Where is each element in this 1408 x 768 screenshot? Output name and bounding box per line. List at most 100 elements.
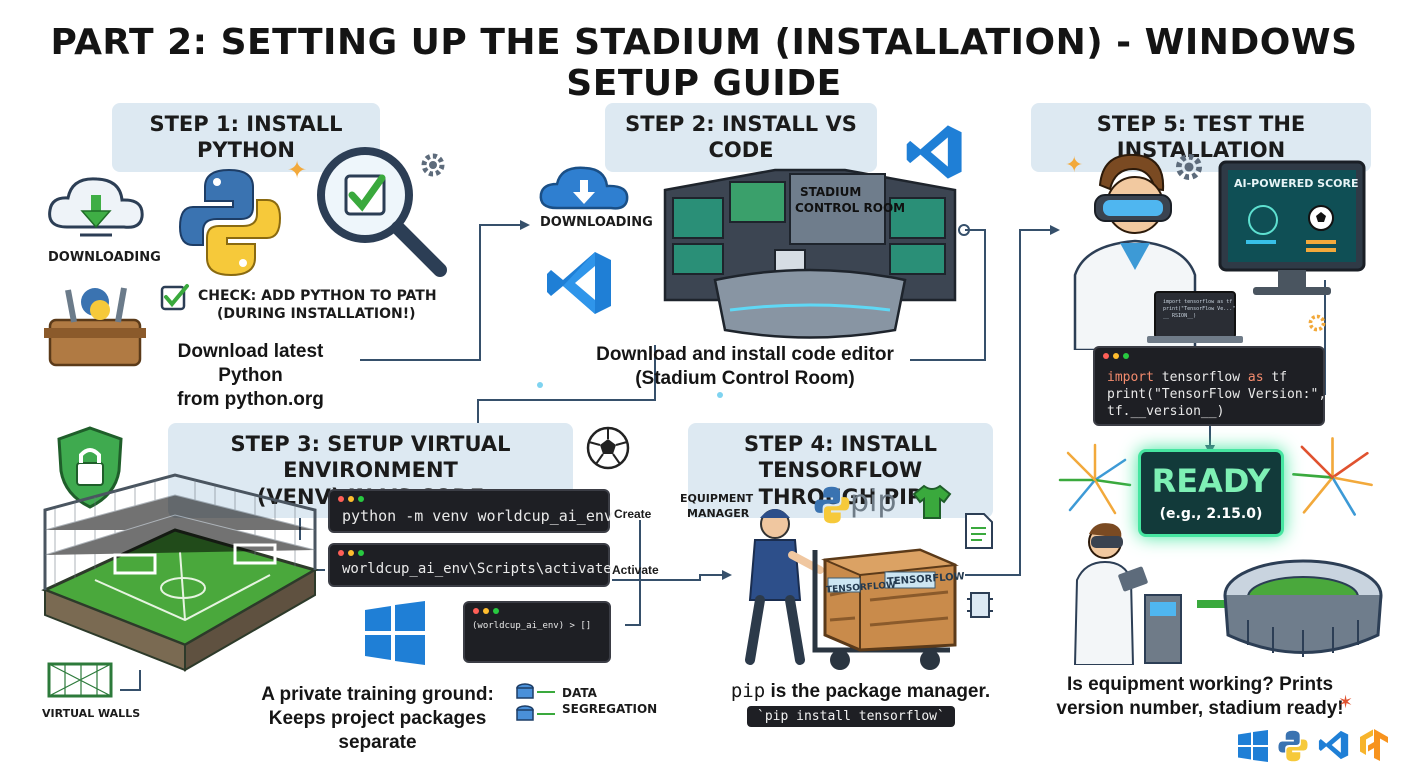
step4-caption-code: pip	[730, 680, 766, 702]
page-title: PART 2: SETTING UP THE STADIUM (INSTALLA…	[50, 22, 1358, 104]
laptop-code-line3: __ RSION__)	[1163, 313, 1197, 319]
control-room-line1: STADIUM	[800, 185, 862, 199]
step3-caption-line2: Keeps project packages separate	[268, 707, 487, 753]
step5-caption-line2: version number, stadium ready!	[1056, 697, 1344, 719]
control-room-illustration	[663, 168, 957, 339]
test-code-terminal: import tensorflow as tf print("TensorFlo…	[1093, 346, 1327, 426]
code-keyword-import: import	[1107, 370, 1154, 385]
scientist-tablet-illustration	[1073, 523, 1182, 665]
chip-icon	[967, 592, 993, 618]
windows-icon	[1238, 730, 1268, 762]
code-module: tensorflow	[1153, 370, 1248, 385]
step4-label-line2: THROUGH PIP	[758, 484, 923, 509]
flow-arrow-step2-to-step3	[477, 345, 656, 440]
sparkle-icon: ✦	[287, 157, 308, 184]
code-keyword-as: as	[1247, 370, 1264, 385]
pip-install-command: `pip install tensorflow`	[747, 706, 955, 727]
laptop-illustration	[1147, 291, 1243, 343]
cloud-download-icon	[48, 177, 144, 237]
command-activate: worldcup_ai_env\Scripts\activate	[342, 561, 612, 577]
checkbox-icon	[160, 284, 189, 311]
arrowhead	[1050, 225, 1060, 235]
step4-caption: pip is the package manager.	[718, 680, 1003, 704]
arrowhead	[722, 570, 732, 580]
fireworks-icon	[1292, 437, 1373, 516]
step3-caption-line1: A private training ground:	[261, 684, 494, 705]
python-icon	[1278, 730, 1308, 762]
test-code-line2: print("TensorFlow Version:",	[1107, 387, 1327, 402]
tshirt-icon	[912, 484, 952, 519]
party-icon: ✶	[1338, 692, 1354, 712]
step4-label-line1: STEP 4: INSTALL TENSORFLOW	[743, 432, 938, 483]
gear-icon	[421, 153, 445, 177]
fence-icon	[47, 662, 113, 698]
training-ground-illustration	[41, 473, 319, 672]
terminal-prompt: (worldcup_ai_env) > []	[463, 601, 611, 663]
monitor-icon	[1218, 160, 1366, 295]
command-create: python -m venv worldcup_ai_env	[342, 507, 613, 525]
virtual-walls-label: VIRTUAL WALLS	[42, 707, 141, 720]
step1-caption-line2: from python.org	[177, 388, 324, 410]
score-title: AI-POWERED SCORE	[1234, 177, 1359, 190]
test-code-line3: tf.__version__)	[1107, 404, 1225, 419]
step2-caption: Download and install code editor (Stadiu…	[595, 343, 895, 391]
step2-label: STEP 2: INSTALL VS CODE	[605, 103, 877, 172]
step4-caption-rest: is the package manager.	[765, 681, 991, 702]
step1-caption: Download latest Python from python.org	[148, 340, 353, 411]
step5-caption-line1: Is equipment working? Prints	[1066, 674, 1334, 695]
vscode-icon	[1318, 730, 1349, 760]
shield-lock-icon	[57, 426, 123, 509]
flow-arrow-walls	[120, 670, 141, 691]
arrowhead	[520, 220, 530, 230]
equipment-manager-line1: EQUIPMENT	[680, 492, 754, 505]
code-alias: tf	[1263, 370, 1288, 385]
vscode-icon	[547, 252, 611, 314]
step1-caption-line1: Download latest Python	[177, 341, 324, 386]
vscode-icon	[906, 125, 962, 179]
laptop-code-line2: print("TensorFlow Ve..."	[1163, 306, 1236, 312]
step5-caption: Is equipment working? Prints version num…	[1050, 673, 1350, 721]
venv-prompt: (worldcup_ai_env) > []	[472, 621, 592, 631]
database-icon	[516, 683, 555, 721]
ready-text: READY	[1151, 462, 1271, 500]
gear-icon	[1175, 153, 1203, 181]
flow-arrow-step2-loop	[910, 229, 986, 361]
flow-arrow-step4-to-step5	[965, 229, 1050, 576]
magnifier-check-icon	[317, 147, 447, 277]
terminal-create: python -m venv worldcup_ai_env	[328, 489, 613, 533]
activate-note: Activate	[612, 563, 659, 577]
laptop-code-line1: import tensorflow as tf	[1163, 299, 1233, 305]
gear-icon	[1308, 314, 1326, 332]
step1-downloading-label: DOWNLOADING	[48, 250, 161, 265]
step4-label: STEP 4: INSTALL TENSORFLOW THROUGH PIP	[688, 423, 993, 518]
step1-check-line1: CHECK: ADD PYTHON TO PATH	[198, 288, 437, 304]
test-code-line1: import tensorflow as tf	[1107, 370, 1287, 385]
soccer-ball-icon	[586, 426, 630, 470]
step2-caption-line2: (Stadium Control Room)	[635, 367, 855, 389]
step3-label-line1: STEP 3: SETUP VIRTUAL ENVIRONMENT	[230, 432, 511, 483]
document-icon	[965, 513, 993, 549]
step1-check-line2: (DURING INSTALLATION!)	[217, 306, 416, 322]
pip-icon	[814, 486, 850, 524]
step3-caption: A private training ground: Keeps project…	[240, 683, 515, 754]
step2-caption-line1: Download and install code editor	[596, 344, 894, 365]
sparkle-icon: ✦	[1065, 152, 1084, 177]
flow-arrow-step1-to-step2	[360, 224, 520, 361]
stadium-icon	[1223, 559, 1383, 657]
cloud-download-icon	[539, 166, 629, 210]
fireworks-icon	[1058, 443, 1132, 515]
data-seg-line2: SEGREGATION	[562, 702, 658, 716]
equipment-manager-line2: MANAGER	[687, 507, 750, 520]
control-room-line2: CONTROL ROOM	[795, 201, 906, 215]
create-note: Create	[614, 507, 652, 521]
python-icon	[178, 168, 282, 277]
toolbelt-icon	[44, 287, 146, 367]
pip-logo-text: pip	[850, 484, 897, 519]
terminal-activate: worldcup_ai_env\Scripts\activate	[328, 543, 612, 587]
ready-panel: READY (e.g., 2.15.0)	[1138, 449, 1284, 537]
flow-arrow-step3-to-step4	[612, 574, 722, 581]
ready-version: (e.g., 2.15.0)	[1159, 506, 1263, 522]
step2-downloading-label: DOWNLOADING	[540, 215, 653, 230]
data-seg-line1: DATA	[562, 686, 597, 700]
